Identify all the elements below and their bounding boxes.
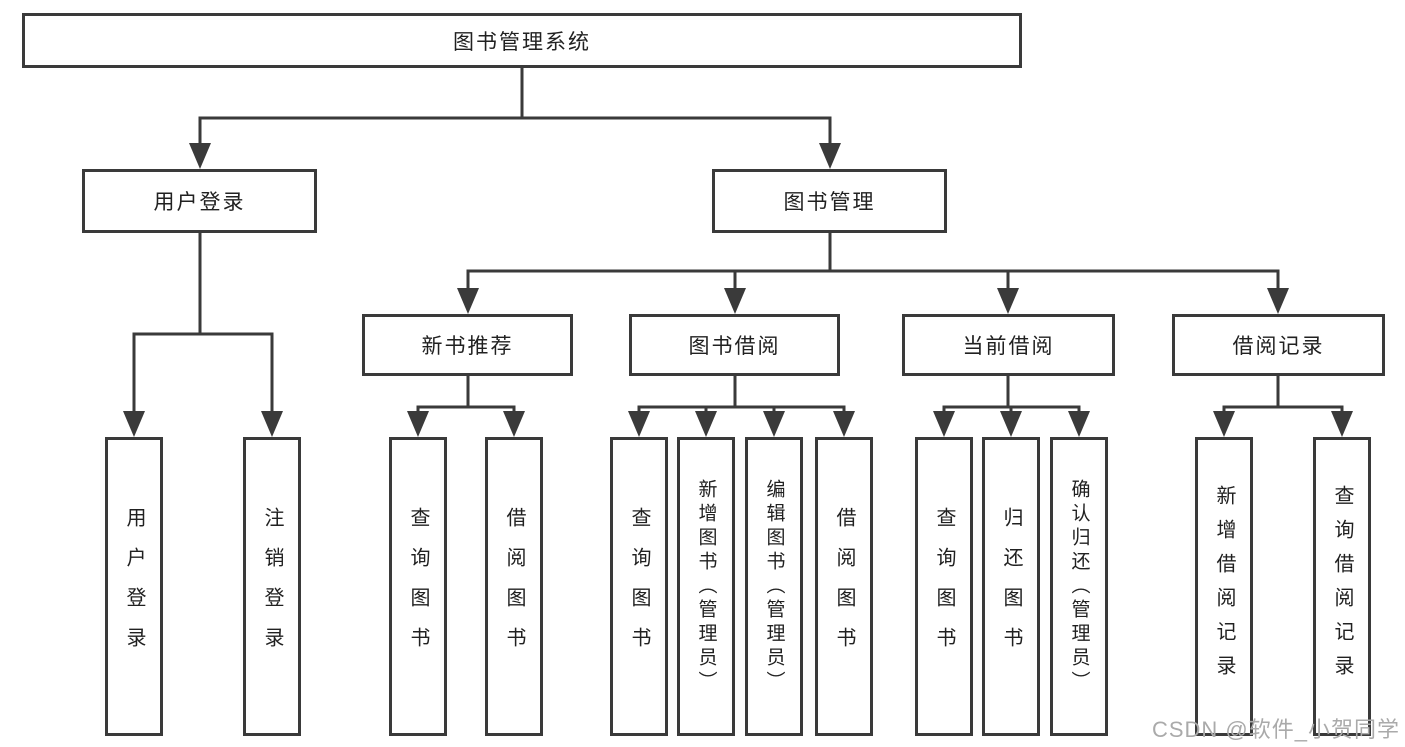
arrowhead-icon (1331, 411, 1353, 437)
connector-root-to-level2 (198, 68, 832, 146)
leaf-current-confirm-return-admin: 确认归还（管理员） (1050, 437, 1108, 736)
arrowhead-icon (1068, 411, 1090, 437)
leaf-borrowing-query-books: 查询图书 (610, 437, 668, 736)
arrowhead-icon (1267, 288, 1289, 314)
node-book-management: 图书管理 (712, 169, 947, 233)
leaf-borrowing-borrow-books: 借阅图书 (815, 437, 873, 736)
leaf-logout: 注销登录 (243, 437, 301, 736)
arrowhead-icon (189, 143, 211, 169)
leaf-current-query-books: 查询图书 (915, 437, 973, 736)
node-current-borrowing: 当前借阅 (902, 314, 1115, 376)
arrowhead-icon (503, 411, 525, 437)
arrowhead-icon (261, 411, 283, 437)
csdn-watermark: CSDN @软件_小贺同学 (1151, 717, 1400, 742)
leaf-borrowing-edit-books-admin: 编辑图书（管理员） (745, 437, 803, 736)
node-book-borrowing: 图书借阅 (629, 314, 840, 376)
node-user-login: 用户登录 (82, 169, 317, 233)
arrowhead-icon (763, 411, 785, 437)
leaf-borrowing-add-books-admin: 新增图书（管理员） (677, 437, 735, 736)
arrowhead-icon (457, 288, 479, 314)
arrowhead-icon (997, 288, 1019, 314)
connector-borrowing-to-leaves (637, 376, 846, 413)
connector-login-to-leaves (132, 233, 274, 413)
node-library-system: 图书管理系统 (22, 13, 1022, 68)
arrowhead-icon (819, 143, 841, 169)
connector-mgmt-to-level3 (466, 233, 1280, 292)
connector-current-to-leaves (942, 376, 1081, 413)
arrowhead-icon (724, 288, 746, 314)
arrowhead-icon (695, 411, 717, 437)
leaf-user-login: 用户登录 (105, 437, 163, 736)
leaf-recommend-borrow-books: 借阅图书 (485, 437, 543, 736)
leaf-records-add-record: 新增借阅记录 (1195, 437, 1253, 736)
connector-recommend-to-leaves (416, 376, 516, 413)
connector-records-to-leaves (1222, 376, 1344, 413)
arrowhead-icon (407, 411, 429, 437)
arrowhead-icon (1000, 411, 1022, 437)
arrowhead-icon (1213, 411, 1235, 437)
arrowhead-icon (933, 411, 955, 437)
arrowhead-icon (123, 411, 145, 437)
node-new-book-recommend: 新书推荐 (362, 314, 573, 376)
arrowhead-icon (628, 411, 650, 437)
leaf-current-return-books: 归还图书 (982, 437, 1040, 736)
arrowhead-icon (833, 411, 855, 437)
leaf-records-query-record: 查询借阅记录 (1313, 437, 1371, 736)
leaf-recommend-query-books: 查询图书 (389, 437, 447, 736)
node-borrowing-records: 借阅记录 (1172, 314, 1385, 376)
